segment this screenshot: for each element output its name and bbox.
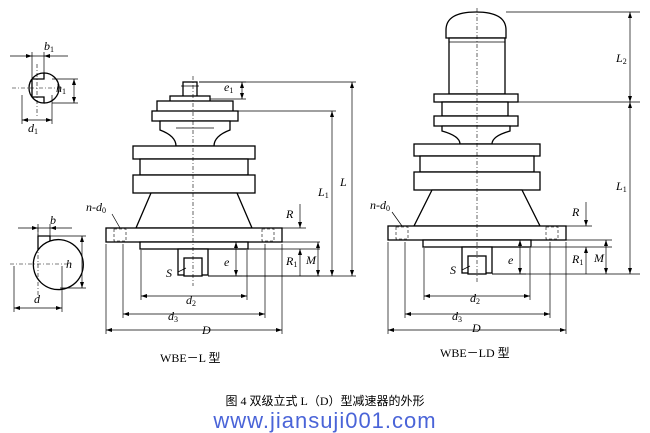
dim-n-d0-right: n-d0 [370,198,390,213]
caption-wbe-l: WBE－L 型 [160,351,221,365]
dim-r-right: R [571,205,580,219]
dim-r1-right: R1 [571,252,583,267]
dim-e1: e1 [224,80,233,95]
watermark-url: www.jiansuji001.com [212,408,436,433]
dim-m-right: M [593,251,605,265]
dim-D-left: D [201,323,211,337]
wbe-ld-reducer [387,8,640,334]
dim-h1: h1 [56,81,66,96]
dim-s-left: S [166,266,172,280]
dim-l1-right: L1 [615,179,627,194]
dim-b: b [50,213,56,227]
dim-s-right: S [450,263,456,277]
small-shaft-section [10,52,78,124]
dim-l2: L2 [615,51,627,66]
dim-h: h [66,257,72,271]
dim-l1-left: L1 [317,185,329,200]
large-shaft-section [10,224,86,312]
figure-caption: 图 4 双级立式 L（D）型减速器的外形 [226,393,425,408]
dim-d: d [34,292,41,306]
dim-b1: b1 [44,39,54,54]
dim-d1: d1 [28,121,38,136]
dim-e-left: e [224,255,230,269]
dim-r-left: R [285,207,294,221]
dim-D-right: D [471,321,481,335]
dim-l-left: L [339,175,347,189]
dim-d2-right: d2 [470,291,480,306]
dim-m-left: M [305,253,317,267]
dim-d3-left: d3 [168,309,178,324]
caption-wbe-ld: WBE－LD 型 [440,346,510,360]
dim-d2-left: d2 [186,293,196,308]
dim-n-d0-left: n-d0 [86,200,106,215]
dim-d3-right: d3 [452,309,462,324]
dim-e-right: e [508,253,514,267]
dim-r1-left: R1 [285,254,297,269]
wbe-l-reducer [105,76,356,334]
